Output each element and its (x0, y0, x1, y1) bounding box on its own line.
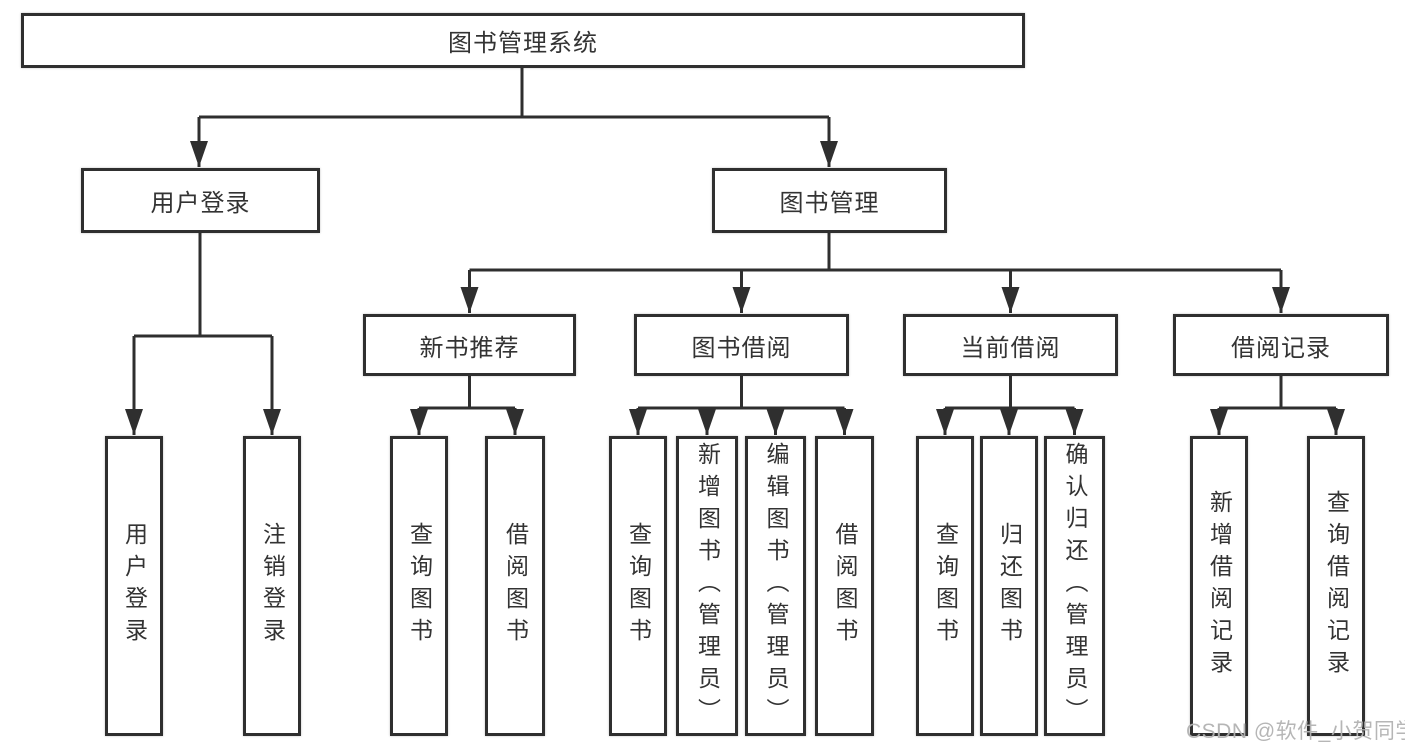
node-box-book-management: 图书管理 (712, 168, 947, 233)
leaf-label-user-login: 用户登录 (121, 522, 148, 650)
node-box-user-login: 用户登录 (81, 168, 320, 233)
leaf-box-query-borrow-record: 查询借阅记录 (1307, 436, 1365, 736)
node-box-book-borrowing: 图书借阅 (634, 314, 849, 376)
node-label-borrowing-records: 借阅记录 (1231, 334, 1331, 362)
leaf-box-return-book: 归还图书 (980, 436, 1038, 736)
node-label-current-borrowing: 当前借阅 (960, 334, 1061, 362)
leaf-box-logout: 注销登录 (243, 436, 301, 736)
node-label-book-management: 图书管理 (779, 190, 880, 217)
node-label-new-book-recommend: 新书推荐 (419, 334, 520, 362)
leaf-box-user-login: 用户登录 (105, 436, 163, 736)
node-box-current-borrowing: 当前借阅 (903, 314, 1118, 376)
node-label-user-login: 用户登录 (150, 190, 251, 217)
csdn-watermark: CSDN @软件_小贺同学 (1186, 720, 1405, 743)
leaf-label-add-borrow-record: 新增借阅记录 (1206, 490, 1233, 682)
leaf-box-add-borrow-record: 新增借阅记录 (1190, 436, 1248, 736)
leaf-label-query-books-current: 查询图书 (932, 522, 959, 650)
leaf-label-add-book-admin: 新增图书（管理员） (694, 442, 721, 730)
node-label-book-borrowing: 图书借阅 (691, 334, 792, 362)
leaf-label-return-book: 归还图书 (996, 522, 1023, 650)
leaf-label-logout: 注销登录 (259, 522, 286, 650)
node-box-library-system-root: 图书管理系统 (21, 13, 1025, 68)
node-box-borrowing-records: 借阅记录 (1173, 314, 1389, 376)
leaf-box-query-books-recommend: 查询图书 (390, 436, 448, 736)
leaf-label-borrow-books-recommend: 借阅图书 (502, 522, 529, 650)
leaf-box-add-book-admin: 新增图书（管理员） (676, 436, 738, 736)
leaf-box-query-books-current: 查询图书 (916, 436, 974, 736)
leaf-box-borrow-books-recommend: 借阅图书 (485, 436, 545, 736)
leaf-box-edit-book-admin: 编辑图书（管理员） (745, 436, 806, 736)
leaf-label-borrow-books: 借阅图书 (832, 522, 858, 650)
node-box-new-book-recommend: 新书推荐 (363, 314, 576, 376)
leaf-label-query-books-recommend: 查询图书 (406, 522, 433, 650)
leaf-box-borrow-books: 借阅图书 (815, 436, 874, 736)
leaf-label-query-borrow-record: 查询借阅记录 (1323, 490, 1350, 682)
leaf-label-confirm-return-admin: 确认归还（管理员） (1062, 442, 1088, 730)
leaf-label-query-books-borrowing: 查询图书 (625, 522, 652, 650)
node-label-library-system: 图书管理系统 (448, 30, 598, 57)
leaf-box-confirm-return-admin: 确认归还（管理员） (1044, 436, 1105, 736)
leaf-box-query-books-borrowing: 查询图书 (609, 436, 667, 736)
leaf-label-edit-book-admin: 编辑图书（管理员） (763, 442, 789, 730)
